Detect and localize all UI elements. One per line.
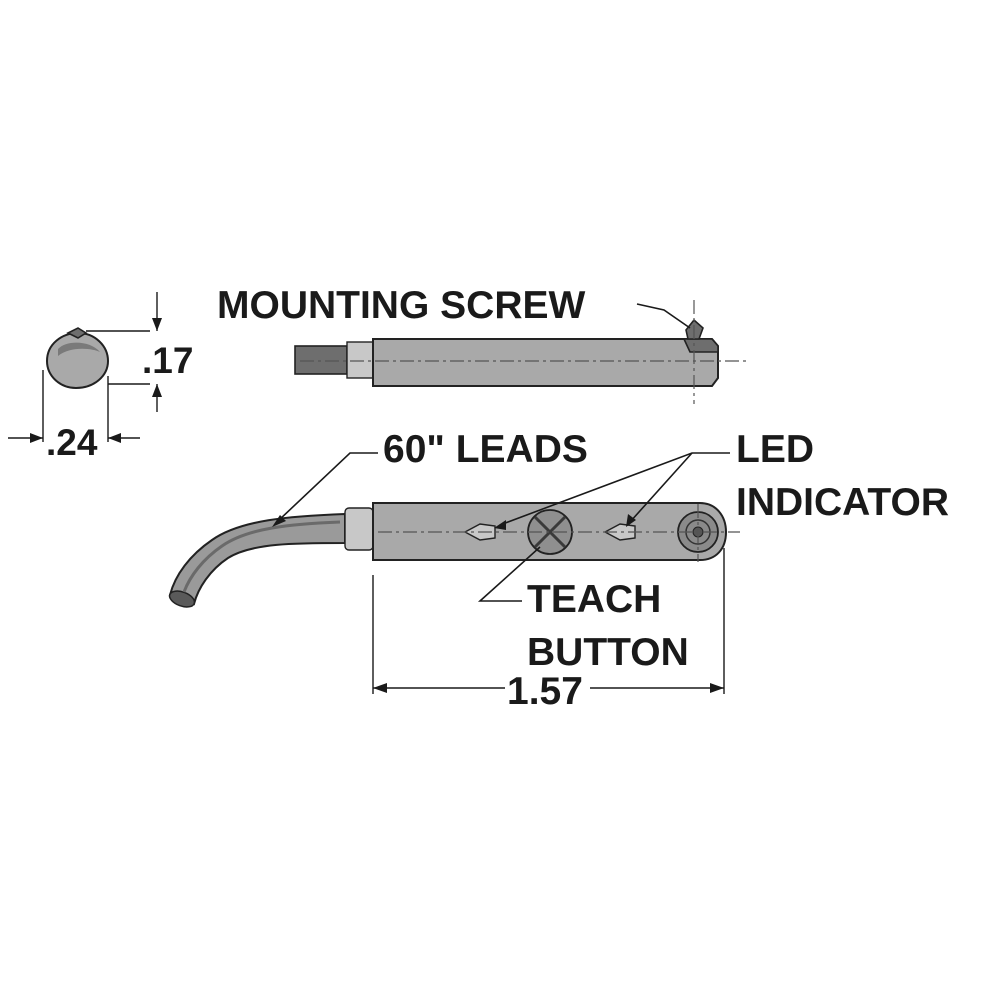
cable-highlight	[182, 520, 341, 593]
mounting-screw-leader	[636, 303, 691, 329]
end-view-profile	[45, 331, 110, 390]
height-arrow-bottom	[152, 384, 162, 397]
led-arrowhead-right	[626, 514, 636, 527]
width-arrow-right	[108, 433, 121, 443]
length-dimension: 1.57	[507, 670, 583, 713]
led-label-line1: LED	[736, 428, 814, 471]
top-view: 60" LEADS LED INDICATOR TEACH BUTTON 1.5…	[168, 428, 949, 713]
top-view-collar	[344, 507, 374, 551]
led-leader-right	[629, 452, 693, 523]
teach-leader	[477, 546, 541, 602]
length-arrow-right	[710, 683, 724, 693]
width-arrow-left	[30, 433, 43, 443]
teach-button-cross	[533, 515, 567, 549]
cable-end	[168, 590, 196, 608]
side-view-cable-stub	[294, 345, 348, 375]
leads-label: 60" LEADS	[383, 428, 588, 471]
teach-label-line2: BUTTON	[527, 631, 689, 674]
side-view-collar	[346, 341, 374, 379]
leads-arrowhead	[272, 515, 286, 527]
teach-label-line1: TEACH	[527, 578, 661, 621]
mounting-screw-label: MOUNTING SCREW	[217, 284, 586, 327]
led-label-line2: INDICATOR	[736, 481, 949, 524]
side-view: MOUNTING SCREW	[217, 284, 748, 404]
led-arrowhead-left	[494, 520, 506, 530]
end-view-screw-head	[66, 327, 88, 339]
width-dimension: .24	[46, 422, 98, 463]
end-view: .17 .24	[8, 292, 193, 463]
height-arrow-top	[152, 318, 162, 331]
height-dimension: .17	[142, 340, 193, 381]
end-view-shading	[58, 342, 100, 356]
cable-outer	[168, 512, 346, 606]
leads-leader	[277, 452, 378, 522]
side-view-body	[372, 338, 719, 387]
side-view-end-notch	[682, 338, 719, 353]
length-arrow-left	[373, 683, 387, 693]
